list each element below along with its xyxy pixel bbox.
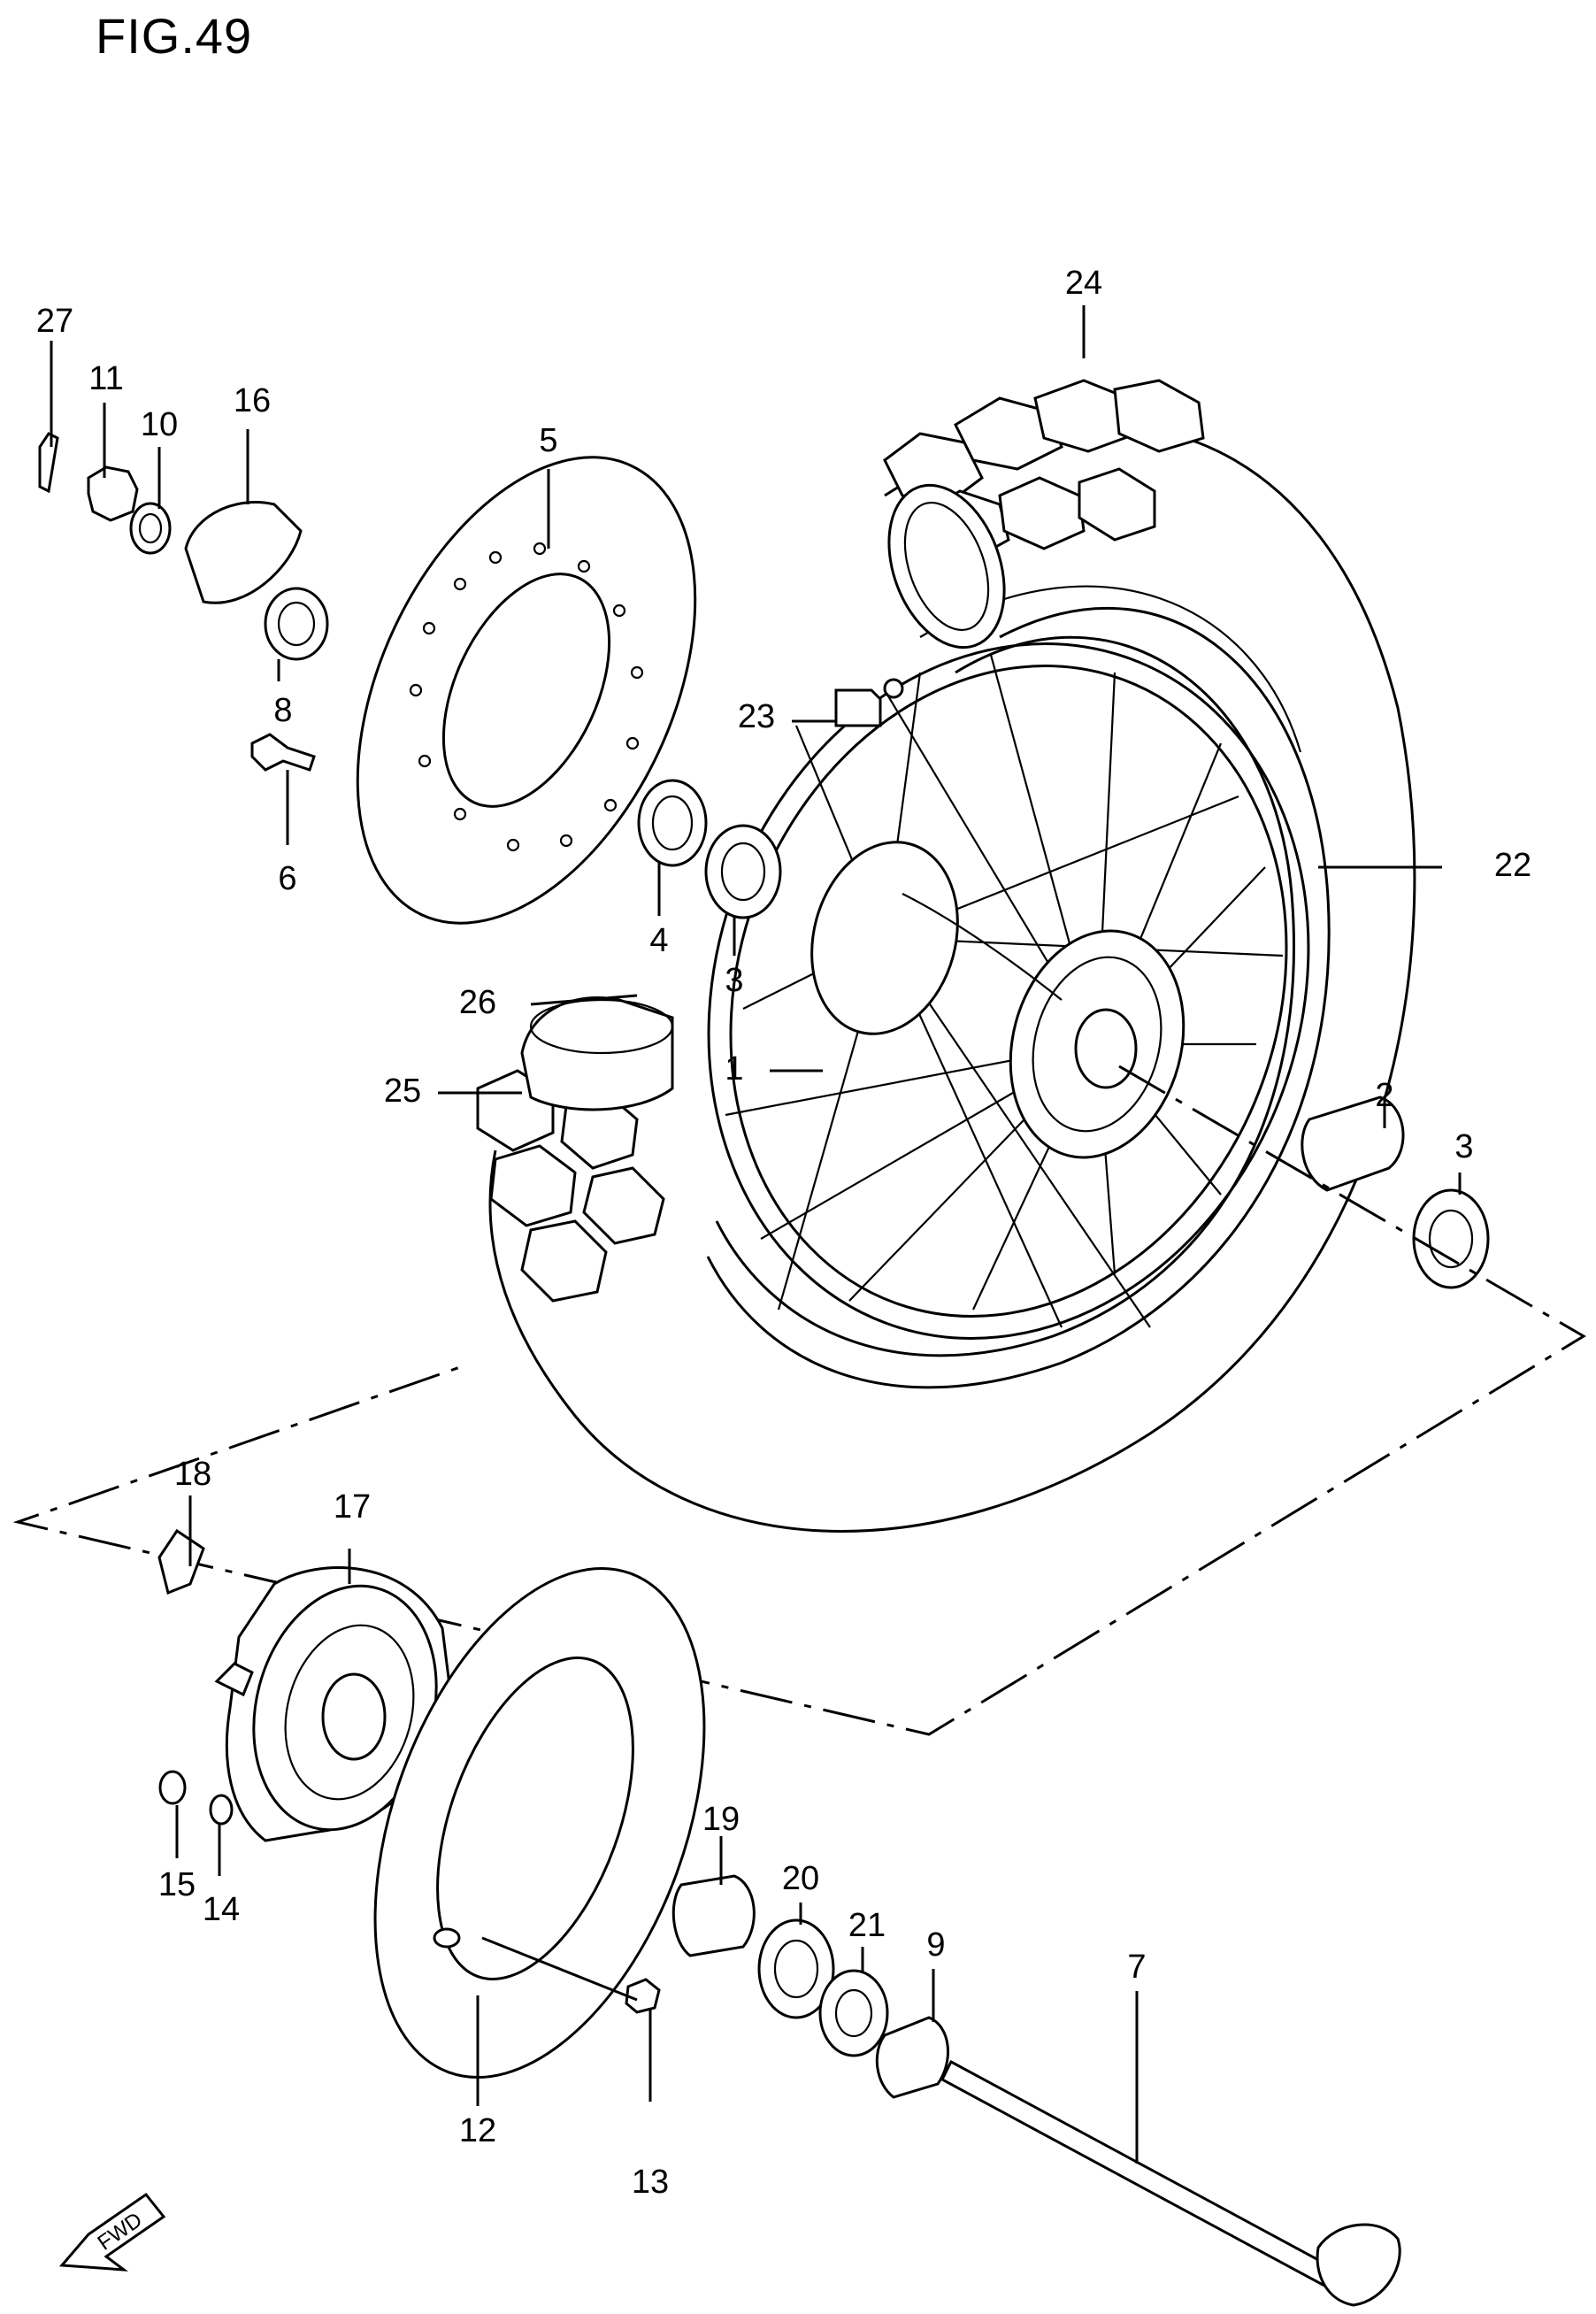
callout-3-upper: 3 [725,962,743,999]
callout-16: 16 [234,382,271,419]
callout-27: 27 [36,303,73,340]
right-spacer-drawing [1301,1095,1490,1289]
brake-disc-drawing [356,456,697,925]
callout-17: 17 [334,1488,371,1526]
callout-20: 20 [782,1860,819,1897]
leader-lines [50,305,1462,2164]
callout-6: 6 [278,860,296,897]
callout-1: 1 [725,1050,743,1088]
callout-13: 13 [632,2164,669,2201]
tire-drawing [476,379,1416,1533]
callout-26: 26 [459,984,496,1021]
callout-19: 19 [702,1801,740,1838]
callout-9: 9 [926,1926,945,1964]
callout-15: 15 [158,1866,196,1903]
small-parts-drawing [38,432,329,772]
callout-23: 23 [738,698,775,735]
hub-drawing [810,841,1185,1159]
axle-parts-drawing [671,1874,1401,2307]
rear-sprocket-drawing [373,1566,706,2080]
callout-labels: 27 11 10 16 5 8 6 4 3 26 25 1 23 24 22 2… [36,265,1531,2201]
sprocket-hub-drawing [157,1528,453,1842]
callout-4: 4 [649,922,668,959]
callout-2: 2 [1375,1077,1393,1114]
callout-18: 18 [174,1456,211,1493]
callout-11: 11 [88,360,123,397]
callout-7: 7 [1127,1949,1146,1986]
callout-12: 12 [459,2112,496,2149]
callout-14: 14 [203,1891,240,1928]
callout-10: 10 [141,406,178,443]
callout-3-lower: 3 [1454,1128,1473,1165]
callout-21: 21 [848,1907,886,1944]
callout-8: 8 [273,692,292,729]
assembly-boundary-line [12,1065,1586,1736]
callout-5: 5 [539,422,557,459]
bearings-drawing [637,678,904,919]
fwd-arrow-icon: FWD [58,2192,166,2272]
callout-25: 25 [384,1072,421,1110]
callout-24: 24 [1065,265,1102,302]
callout-22: 22 [1494,847,1531,884]
figure-title: FIG.49 [96,8,253,64]
